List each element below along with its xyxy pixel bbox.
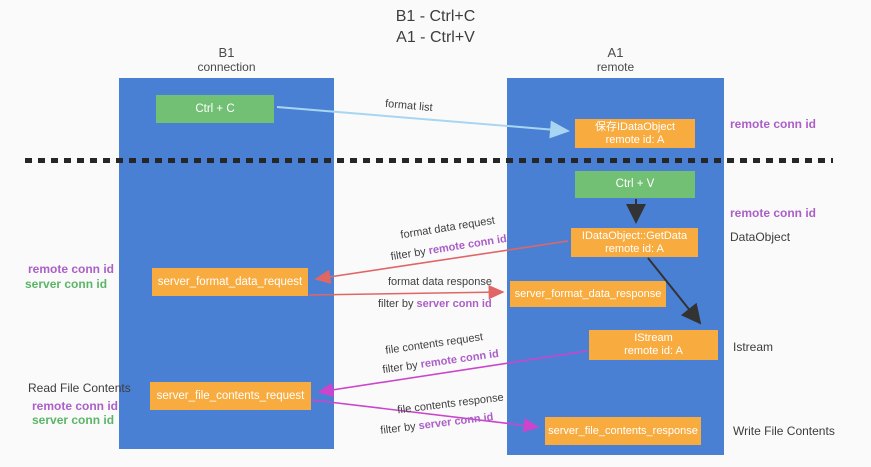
filter-by-text: filter by: [389, 245, 430, 264]
node-ctrl-c: Ctrl + C: [156, 95, 274, 123]
node-ctrl-v-label: Ctrl + V: [615, 178, 655, 190]
node-save-idataobject-line1: 保存IDataObject: [594, 120, 676, 133]
node-server-file-contents-request: server_file_contents_request: [150, 382, 311, 410]
column-a1-name: A1: [607, 45, 624, 60]
edge-label-filter-server-1: filter by server conn id: [378, 298, 492, 310]
side-label-remote-conn-id-mid: remote conn id: [730, 206, 817, 220]
remote-conn-id-text: remote conn id: [427, 232, 508, 258]
arrow-format-data-response: [308, 285, 505, 300]
side-label-remote-conn-id-left1: remote conn id: [28, 262, 115, 276]
side-label-remote-conn-id-top: remote conn id: [730, 117, 817, 131]
side-label-server-conn-id-left2: server conn id: [32, 413, 115, 427]
filter-by-text: filter by: [378, 298, 417, 310]
node-server-format-data-request-label: server_format_data_request: [157, 275, 303, 288]
node-server-format-data-response-label: server_format_data_response: [514, 287, 662, 300]
side-label-server-conn-id-left1: server conn id: [25, 277, 108, 291]
edge-label-format-data-response: format data response: [388, 276, 492, 288]
filter-by-text: filter by: [379, 420, 420, 437]
column-a1-role: remote: [596, 60, 635, 74]
side-label-read-file-contents: Read File Contents: [28, 381, 131, 395]
side-label-dataobject: DataObject: [730, 230, 791, 244]
server-conn-id-text: server conn id: [416, 298, 492, 310]
node-save-idataobject-line2: remote id: A: [605, 133, 665, 146]
node-save-idataobject: 保存IDataObject remote id: A: [575, 119, 695, 148]
node-idataobject-getdata: IDataObject::GetData remote id: A: [571, 228, 698, 257]
column-header-a1: A1 remote: [507, 45, 724, 75]
node-istream-line2: remote id: A: [624, 345, 683, 357]
edge-label-filter-server-2: filter by server conn id: [380, 411, 494, 437]
remote-conn-id-text: remote conn id: [419, 347, 500, 371]
side-label-write-file-contents: Write File Contents: [733, 424, 835, 438]
title-line-2: A1 - Ctrl+V: [396, 29, 475, 46]
node-server-format-data-request: server_format_data_request: [152, 268, 308, 296]
node-ctrl-c-label: Ctrl + C: [195, 102, 235, 115]
edge-label-format-list: format list: [384, 97, 434, 115]
node-ctrl-v: Ctrl + V: [575, 171, 695, 198]
node-server-file-contents-request-label: server_file_contents_request: [156, 389, 305, 402]
node-server-file-contents-response-label: server_file_contents_response: [548, 424, 698, 437]
column-header-b1: B1 connection: [119, 45, 334, 75]
filter-by-text: filter by: [381, 358, 422, 377]
column-b1-role: connection: [197, 60, 256, 74]
node-getdata-line2: remote id: A: [605, 242, 664, 255]
side-label-remote-conn-id-left2: remote conn id: [32, 399, 119, 413]
node-getdata-line1: IDataObject::GetData: [581, 229, 688, 242]
side-label-istream: Istream: [733, 340, 774, 354]
node-server-file-contents-response: server_file_contents_response: [545, 417, 701, 445]
node-istream-line1: IStream: [634, 332, 673, 344]
diagram-title: B1 - Ctrl+C A1 - Ctrl+V: [0, 6, 871, 48]
node-istream: IStream remote id: A: [589, 330, 718, 360]
server-conn-id-text: server conn id: [417, 411, 495, 433]
node-server-format-data-response: server_format_data_response: [510, 281, 666, 307]
phase-separator-dashed-line: [25, 158, 833, 163]
title-line-1: B1 - Ctrl+C: [395, 8, 476, 25]
column-b1-name: B1: [218, 45, 235, 60]
